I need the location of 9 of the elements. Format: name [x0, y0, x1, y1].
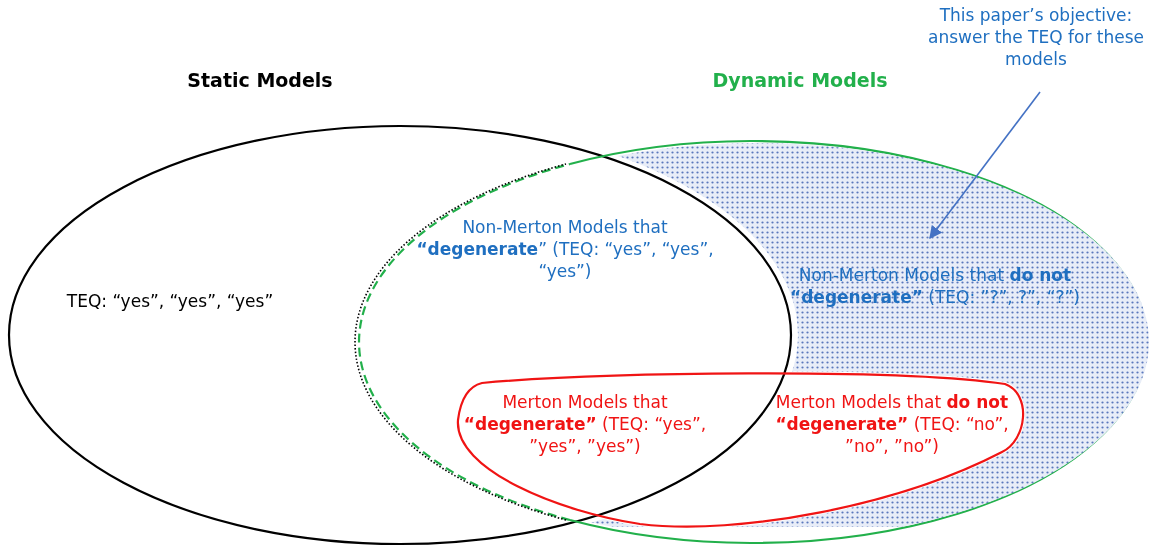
region-label: Non-Merton Models that “degenerate” (TEQ: “yes”, “yes”, “yes”) [415, 216, 715, 283]
region-label: TEQ: “yes”, “yes”, “yes” [65, 290, 275, 313]
set-title: Dynamic Models [711, 68, 889, 93]
region-label: Non-Merton Models that do not “degenerate” (TEQ: ”?”, ?”, “?”) [790, 264, 1080, 309]
annotation-text: This paper’s objective: answer the TEQ for these models [927, 4, 1145, 71]
leader-arrow [929, 91, 1041, 239]
region-label: Merton Models that “degenerate” (TEQ: “yes”, ”yes”, ”yes”) [462, 391, 708, 458]
region-label: Merton Models that do not “degenerate” (TEQ: “no”, ”no”, ”no”) [774, 391, 1010, 458]
set-title: Static Models [186, 68, 334, 93]
